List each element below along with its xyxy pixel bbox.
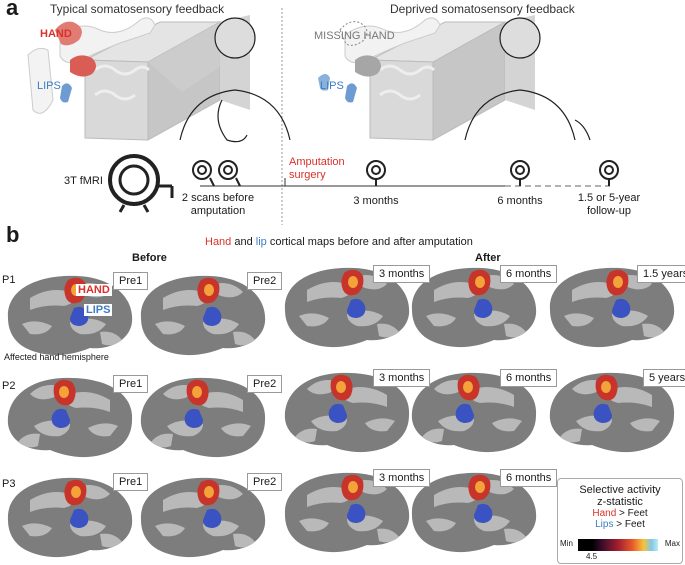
right-cortex-slab (369, 21, 507, 141)
lips-activation (612, 298, 631, 318)
legend-max: Max (664, 539, 680, 548)
label-p1-6m: 6 months (500, 265, 558, 283)
scanner-label: 3T fMRI (64, 175, 103, 187)
brain-surface (140, 477, 266, 558)
panel-b-title: Hand and lip cortical maps before and af… (205, 236, 473, 248)
scanner-small-icon (510, 160, 530, 186)
lips-activation (347, 503, 366, 523)
lips-activation (51, 408, 70, 428)
lips-label-left: LIPS (37, 80, 61, 92)
label-p1-followup: 1.5 years (637, 265, 685, 283)
timeline-axis (200, 178, 610, 187)
missing-hand-label: MISSING HAND (314, 30, 395, 42)
brain-surface (549, 267, 675, 348)
brain-surface (411, 472, 537, 553)
brain-surface (140, 377, 266, 458)
hand-region-icon (55, 21, 82, 46)
brain-surface (411, 372, 537, 453)
lips-activation (328, 403, 347, 423)
deprived-feedback-title: Deprived somatosensory feedback (390, 2, 575, 16)
lips-label-right: LIPS (320, 80, 344, 92)
brain-surface (7, 477, 133, 558)
lips-activation (70, 306, 89, 326)
legend-min: Min (560, 539, 573, 548)
scanner-small-icon (599, 160, 619, 186)
label-p3-pre1: Pre1 (113, 473, 149, 491)
row-label-p3: P3 (2, 478, 16, 490)
timeline-label-3m: 3 months (353, 195, 399, 207)
lips-tag: LIPS (84, 304, 113, 316)
person-left-icon (179, 17, 291, 143)
legend-title: Selective activity (579, 484, 661, 496)
label-p2-6m: 6 months (500, 369, 558, 387)
lips-activation (203, 306, 222, 326)
label-p2-pre2: Pre2 (247, 375, 283, 393)
lips-activation (474, 503, 493, 523)
activity-legend: Selective activity z-statistic Hand > Fe… (557, 478, 683, 564)
label-p2-pre1: Pre1 (113, 375, 149, 393)
brain-surface (411, 267, 537, 348)
brain-surface (549, 372, 675, 453)
scanner-small-icon (218, 160, 241, 187)
colorbar (578, 539, 658, 551)
hand-tag: HAND (76, 284, 112, 296)
lips-activation (474, 298, 493, 318)
label-p1-3m: 3 months (373, 265, 431, 283)
label-p3-pre2: Pre2 (247, 473, 283, 491)
label-p1-pre1: Pre1 (113, 272, 149, 290)
hemisphere-note: Affected hand hemisphere (4, 352, 109, 362)
row-label-p2: P2 (2, 380, 16, 392)
scanner-small-icon (192, 160, 215, 187)
legend-hand-row: Hand > Feet (592, 508, 648, 519)
lips-activation (455, 403, 474, 423)
timeline-label-6m: 6 months (497, 195, 543, 207)
lips-activation (203, 508, 222, 528)
hand-label: HAND (40, 28, 72, 40)
scanner-small-icon (366, 160, 386, 186)
mri-scanner-icon (108, 154, 174, 213)
brain-surface (284, 267, 410, 348)
lips-activation (184, 408, 203, 428)
label-p2-followup: 5 years (643, 369, 685, 387)
row-label-p1: P1 (2, 274, 16, 286)
panel-b-letter: b (6, 222, 20, 247)
before-header: Before (132, 252, 167, 264)
after-header: After (475, 252, 501, 264)
brain-surface (7, 377, 133, 458)
label-p1-pre2: Pre2 (247, 272, 283, 290)
lips-activation (347, 298, 366, 318)
brain-surface (140, 275, 266, 356)
brain-surface (284, 472, 410, 553)
label-p3-6m: 6 months (500, 469, 558, 487)
legend-subtitle: z-statistic (597, 496, 643, 508)
legend-threshold: 4.5 (586, 552, 598, 561)
panel-a-letter: a (6, 0, 19, 20)
amputation-label: Amputation surgery (289, 156, 345, 181)
person-right-icon (464, 17, 591, 141)
lips-activation (593, 403, 612, 423)
missing-hand-icon (339, 21, 368, 46)
label-p2-3m: 3 months (373, 369, 431, 387)
brain-surface (284, 372, 410, 453)
label-p3-3m: 3 months (373, 469, 431, 487)
legend-lips-row: Lips > Feet (595, 519, 645, 530)
typical-feedback-title: Typical somatosensory feedback (50, 2, 225, 16)
lips-activation (70, 508, 89, 528)
lips-region-icon (60, 83, 72, 103)
